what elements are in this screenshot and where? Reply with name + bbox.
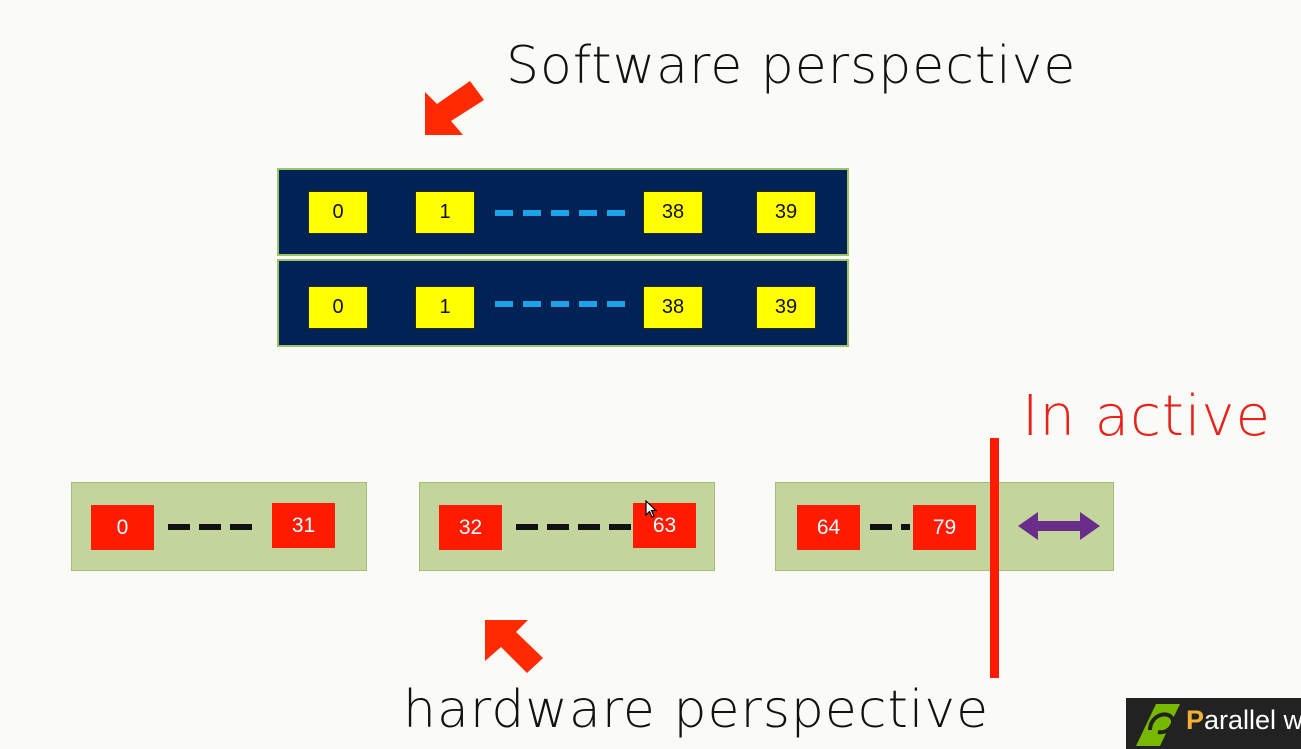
logo-text: Parallel w <box>1186 705 1301 735</box>
dashed-line <box>495 210 635 216</box>
dashed-line <box>870 524 910 530</box>
cursor-icon <box>645 500 658 518</box>
dashed-line <box>495 301 635 307</box>
warp: 32 63 <box>419 482 715 571</box>
inactive-label: In active <box>1022 384 1272 449</box>
double-arrow-icon <box>1018 512 1100 540</box>
hardware-thread-box: 31 <box>272 503 335 548</box>
software-perspective-title: Software perspective <box>506 36 1077 96</box>
thread-box: 39 <box>756 286 816 329</box>
hardware-thread-box: 79 <box>913 505 976 550</box>
pointer-arrow-icon <box>485 620 543 673</box>
hardware-thread-box: 64 <box>797 505 860 550</box>
thread-box: 0 <box>308 191 368 234</box>
thread-box: 1 <box>415 286 475 329</box>
pointer-arrow-icon <box>425 81 484 135</box>
hardware-thread-box: 0 <box>91 505 154 550</box>
thread-box: 38 <box>643 191 703 234</box>
channel-logo: Parallel w <box>1126 698 1301 749</box>
hardware-perspective-title: hardware perspective <box>403 680 990 740</box>
dashed-line <box>168 524 256 530</box>
thread-block-row: 0 1 38 39 <box>277 259 849 347</box>
hardware-thread-box: 32 <box>439 505 502 550</box>
hardware-thread-box: 63 <box>633 503 696 548</box>
thread-block-row: 0 1 38 39 <box>277 168 849 256</box>
thread-box: 38 <box>643 286 703 329</box>
warp: 0 31 <box>71 482 367 571</box>
thread-box: 1 <box>415 191 475 234</box>
inactive-divider-line <box>990 438 999 678</box>
logo-icon <box>1136 704 1180 746</box>
thread-box: 0 <box>308 286 368 329</box>
thread-box: 39 <box>756 191 816 234</box>
dashed-line <box>516 524 634 530</box>
